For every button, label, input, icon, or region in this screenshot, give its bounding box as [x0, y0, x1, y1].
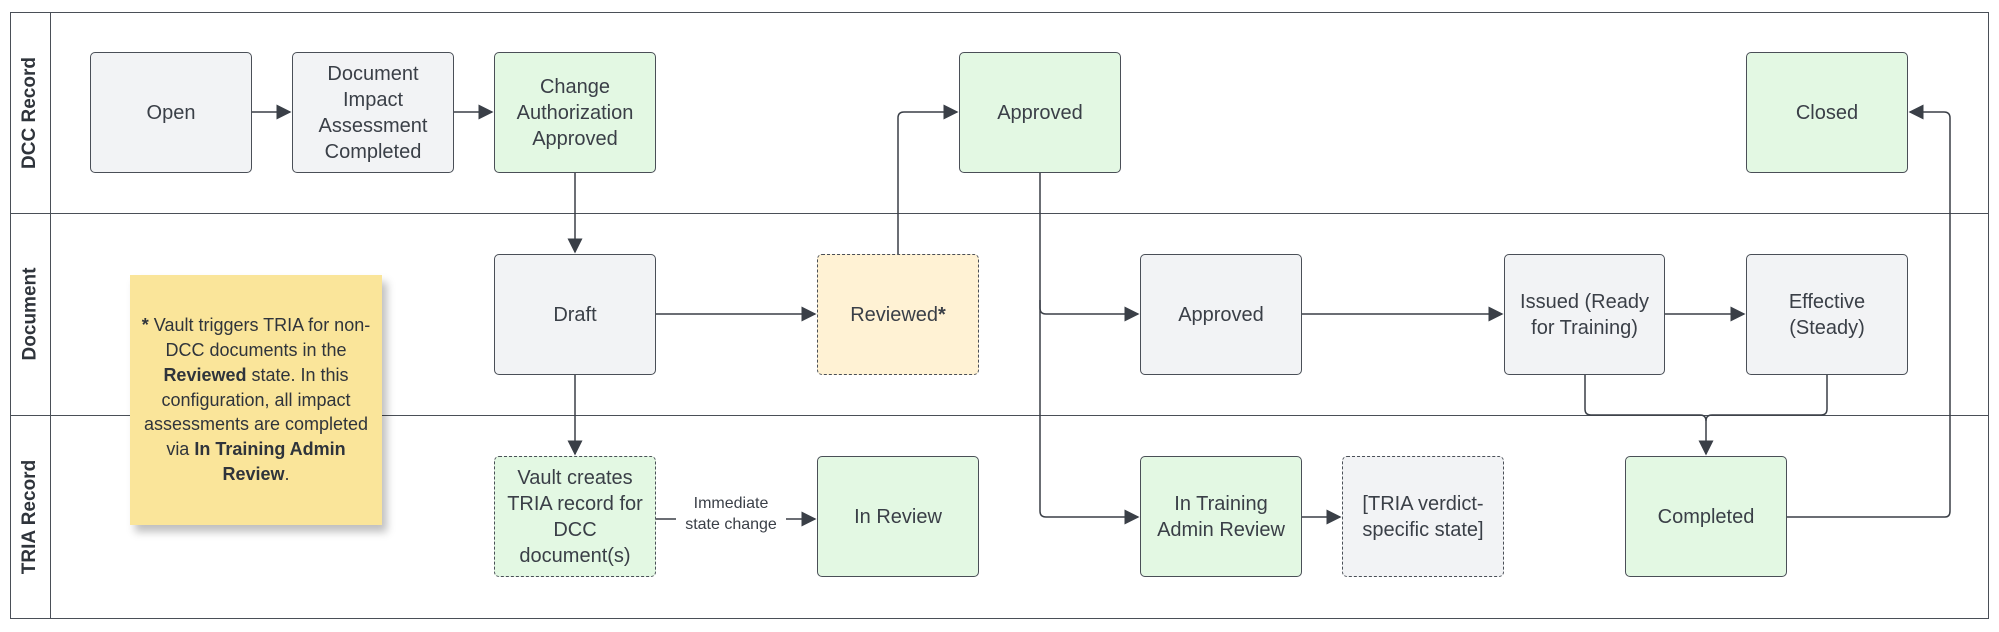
- node-vault-creates-tria-record[interactable]: Vault creates TRIA record for DCC docume…: [494, 456, 656, 577]
- node-draft[interactable]: Draft: [494, 254, 656, 375]
- lane-divider-dcc-document: [10, 213, 1989, 214]
- node-draft-label: Draft: [553, 303, 597, 326]
- edge-effective-to-completed: [1705, 375, 1828, 422]
- node-issued[interactable]: Issued (Ready for Training): [1504, 254, 1665, 375]
- edge-label-immediate-text: Immediate state change: [685, 495, 777, 533]
- node-reviewed-asterisk: *: [938, 303, 946, 326]
- edge-completed-to-closed: [1787, 104, 1951, 518]
- node-document-approved[interactable]: Approved: [1140, 254, 1302, 375]
- node-vault-creates-label: Vault creates TRIA record for DCC docume…: [507, 466, 643, 567]
- note-text-1: Vault triggers TRIA for non-DCC document…: [148, 315, 371, 360]
- node-open-label: Open: [146, 101, 196, 124]
- node-dcc-approved[interactable]: Approved: [959, 52, 1121, 173]
- node-in-training-admin-review[interactable]: In Training Admin Review: [1140, 456, 1302, 577]
- sticky-note-text: * Vault triggers TRIA for non-DCC docume…: [140, 313, 372, 487]
- note-bold-reviewed: Reviewed: [163, 364, 247, 385]
- node-reviewed[interactable]: Reviewed*: [817, 254, 979, 375]
- node-closed-label: Closed: [1795, 101, 1859, 124]
- node-document-impact-label: Document Impact Assessment Completed: [318, 62, 428, 163]
- node-completed[interactable]: Completed: [1625, 456, 1787, 577]
- node-completed-label: Completed: [1657, 505, 1755, 528]
- note-bold-in-training-admin-review: In Training Admin Review: [194, 439, 346, 485]
- sticky-note: * Vault triggers TRIA for non-DCC docume…: [130, 275, 382, 525]
- node-in-review-label: In Review: [854, 505, 942, 528]
- edge-dcc-approved-to-in-training-admin: [1039, 300, 1140, 525]
- node-tria-verdict-specific-state[interactable]: [TRIA verdict-specific state]: [1342, 456, 1504, 577]
- node-closed[interactable]: Closed: [1746, 52, 1908, 173]
- node-effective-label: Effective (Steady): [1788, 290, 1866, 339]
- node-reviewed-label: Reviewed: [850, 303, 939, 326]
- node-document-approved-label: Approved: [1178, 303, 1264, 326]
- node-effective[interactable]: Effective (Steady): [1746, 254, 1908, 375]
- node-document-impact-assessment-completed[interactable]: Document Impact Assessment Completed: [292, 52, 454, 173]
- node-dcc-approved-label: Approved: [997, 101, 1083, 124]
- edge-label-immediate-state-change: Immediate state change: [676, 494, 786, 536]
- node-issued-label: Issued (Ready for Training): [1520, 290, 1649, 339]
- note-asterisk: *: [141, 315, 149, 336]
- node-tria-verdict-label: [TRIA verdict-specific state]: [1362, 492, 1484, 541]
- node-in-review[interactable]: In Review: [817, 456, 979, 577]
- edge-reviewed-to-dcc-approved: [897, 104, 959, 254]
- note-text-3: .: [284, 464, 290, 485]
- node-reviewed-label-wrap: Reviewed*: [850, 302, 946, 328]
- lane-divider-document-tria: [10, 415, 1989, 416]
- swimlane-frame: [10, 12, 1989, 619]
- edge-dcc-approved-to-doc-approved: [1039, 173, 1140, 322]
- edge-issued-to-completed: [1584, 375, 1714, 456]
- node-open[interactable]: Open: [90, 52, 252, 173]
- node-change-auth-label: Change Authorization Approved: [516, 75, 634, 150]
- lane-label-column-divider: [50, 12, 51, 619]
- note-text-2: state. In this configuration, all impact…: [143, 364, 369, 460]
- node-in-training-admin-label: In Training Admin Review: [1157, 492, 1285, 541]
- node-change-authorization-approved[interactable]: Change Authorization Approved: [494, 52, 656, 173]
